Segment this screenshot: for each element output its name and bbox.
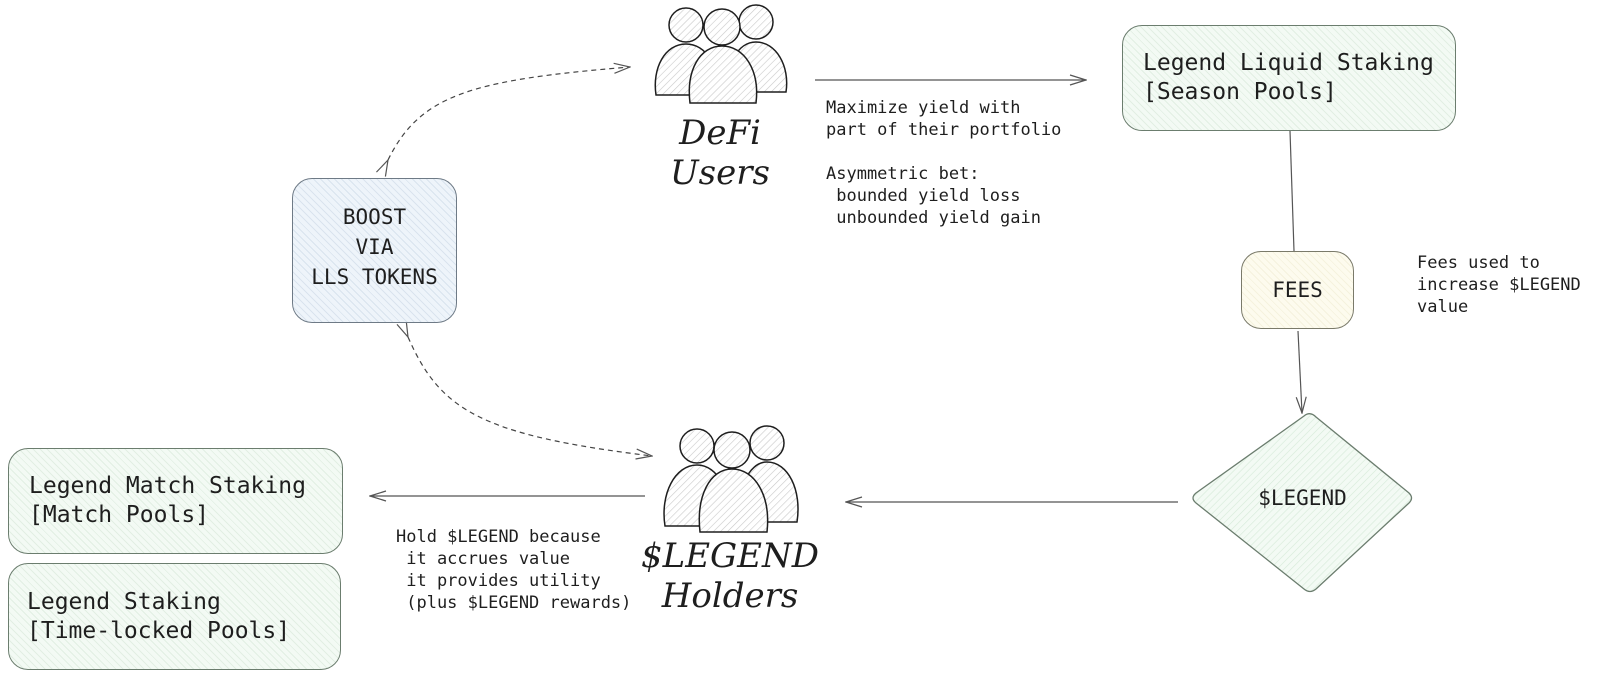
boost-box	[292, 178, 457, 323]
holders-note-3: it provides utility	[396, 571, 601, 591]
legend-diamond	[1192, 413, 1413, 593]
match-staking-title: Legend Match Staking	[29, 473, 306, 499]
liquid-staking-title: Legend Liquid Staking	[1143, 50, 1434, 76]
dashed-arrow-boost-to-holders	[408, 337, 652, 456]
fees-note-2: increase $LEGEND	[1417, 275, 1581, 295]
arrow-fees-to-legend	[1298, 330, 1302, 413]
time-staking-subtitle: [Time-locked Pools]	[27, 618, 291, 644]
defi-users-note-5: bounded yield loss	[826, 186, 1021, 206]
boost-line-2: VIA	[355, 235, 394, 259]
fees-label: FEES	[1272, 278, 1323, 302]
legend-diamond-label: $LEGEND	[1258, 486, 1347, 510]
defi-users-icon	[654, 4, 788, 104]
boost-line-3: LLS TOKENS	[311, 265, 438, 289]
defi-users-note-6: unbounded yield gain	[826, 208, 1041, 228]
holders-note-1: Hold $LEGEND because	[396, 527, 601, 547]
boost-line-1: BOOST	[342, 205, 407, 229]
defi-users-note-2: part of their portfolio	[826, 120, 1062, 140]
fees-note-1: Fees used to	[1417, 253, 1540, 273]
defi-users-note-1: Maximize yield with	[826, 98, 1021, 118]
defi-users-note-4: Asymmetric bet:	[826, 164, 980, 184]
holders-note-2: it accrues value	[396, 549, 570, 569]
legend-holders-label-line-2: Holders	[661, 576, 799, 616]
fees-note-3: value	[1417, 297, 1469, 317]
match-staking-box	[8, 448, 343, 554]
defi-users-label-line-2: Users	[670, 153, 770, 193]
dashed-arrow-boost-to-users	[388, 67, 630, 160]
liquid-staking-box	[1122, 25, 1456, 131]
fees-box	[1241, 251, 1354, 329]
legend-holders-icon	[663, 425, 799, 533]
holders-note-4: (plus $LEGEND rewards)	[396, 593, 632, 613]
match-staking-subtitle: [Match Pools]	[29, 502, 210, 528]
legend-holders-label-line-1: $LEGEND	[640, 536, 820, 576]
time-staking-title: Legend Staking	[27, 589, 221, 615]
defi-users-label-line-1: DeFi	[679, 113, 761, 153]
time-staking-box	[8, 563, 341, 670]
liquid-staking-subtitle: [Season Pools]	[1143, 79, 1337, 105]
line-liquid-staking-to-fees	[1289, 130, 1295, 252]
